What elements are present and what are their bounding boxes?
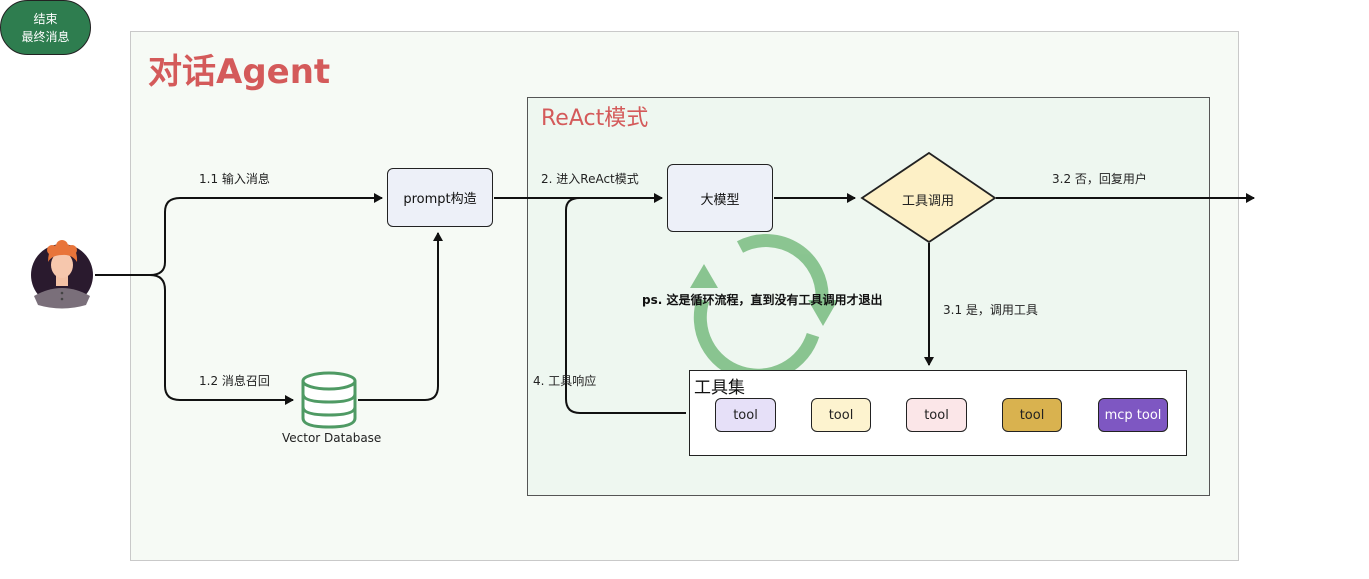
prompt-construction-node: prompt构造 bbox=[387, 168, 493, 227]
loop-note: ps. 这是循环流程，直到没有工具调用才退出 bbox=[642, 293, 883, 307]
diagram-title: 对话Agent bbox=[148, 52, 331, 92]
vector-db-label: Vector Database bbox=[282, 431, 382, 445]
edge-db-to-prompt bbox=[358, 232, 443, 401]
edge-tool-response bbox=[565, 197, 686, 414]
tool-item-mcp: mcp tool bbox=[1098, 398, 1168, 432]
tool-item-3: tool bbox=[906, 398, 967, 432]
label-yes-call-tool: 3.1 是，调用工具 bbox=[943, 303, 1038, 317]
decision-label: 工具调用 bbox=[902, 194, 955, 209]
label-recall-message: 1.2 消息召回 bbox=[199, 374, 270, 388]
tool-item-1: tool bbox=[715, 398, 776, 432]
toolset-title: 工具集 bbox=[694, 378, 745, 398]
tool-item-4: tool bbox=[1002, 398, 1062, 432]
end-label-line1: 结束 bbox=[33, 11, 58, 26]
label-tool-response: 4. 工具响应 bbox=[533, 374, 597, 388]
edge-recall-message bbox=[149, 274, 294, 405]
label-enter-react: 2. 进入ReAct模式 bbox=[541, 172, 639, 186]
llm-node: 大模型 bbox=[667, 164, 773, 232]
react-mode-title: ReAct模式 bbox=[541, 106, 649, 131]
label-no-reply: 3.2 否，回复用户 bbox=[1052, 172, 1147, 186]
database-icon bbox=[301, 371, 357, 429]
user-avatar-icon bbox=[31, 240, 93, 309]
decision-diamond bbox=[860, 151, 997, 244]
label-input-message: 1.1 输入消息 bbox=[199, 172, 270, 186]
tool-item-2: tool bbox=[811, 398, 871, 432]
end-node: 结束 最终消息 bbox=[0, 0, 91, 55]
edge-input-message bbox=[95, 193, 383, 276]
end-label-line2: 最终消息 bbox=[21, 29, 70, 44]
